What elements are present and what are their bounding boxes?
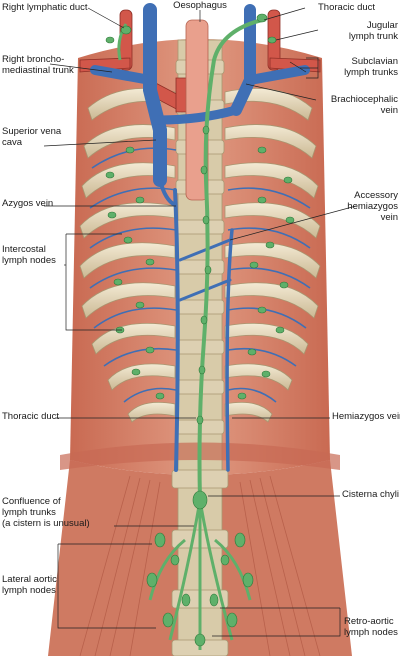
- label-jugular-lymph-trunk: Jugular lymph trunk: [348, 20, 398, 42]
- label-retro-aortic-lymph-nodes: Retro-aortic lymph nodes: [344, 616, 398, 638]
- label-intercostal-lymph-nodes: Intercostal lymph nodes: [2, 244, 56, 266]
- intercostal-veins: [89, 147, 311, 403]
- label-superior-vena-cava: Superior vena cava: [2, 126, 62, 148]
- label-lateral-aortic-lymph-nodes: Lateral aortic lymph nodes: [2, 574, 57, 596]
- ribs: [79, 88, 321, 423]
- label-thoracic-duct-top: Thoracic duct: [318, 2, 376, 13]
- label-cisterna-chyli: Cisterna chyli: [342, 489, 400, 500]
- label-thoracic-duct: Thoracic duct: [2, 411, 60, 422]
- leader-lines: [43, 7, 357, 637]
- psoas-muscles: [79, 475, 321, 656]
- label-right-lymphatic-duct: Right lymphatic duct: [2, 2, 88, 13]
- label-accessory-hemiazygos-vein: Accessory hemiazygos vein: [347, 190, 398, 223]
- label-azygos-vein: Azygos vein: [2, 198, 54, 209]
- label-brachiocephalic-vein: Brachiocephalic vein: [330, 94, 398, 116]
- abdominal-lymph: [148, 499, 252, 650]
- label-right-bronchomediastinal-trunk: Right broncho- mediastinal trunk: [2, 54, 74, 76]
- label-confluence-of-lymph-trunks: Confluence of lymph trunks (a cistern is…: [2, 496, 90, 529]
- label-oesophagus: Oesophagus: [173, 0, 227, 11]
- label-hemiazygos-vein: Hemiazygos vein: [332, 411, 400, 422]
- lymph-nodes: [105, 13, 295, 647]
- veins: [90, 3, 310, 472]
- label-subclavian-lymph-trunks: Subclavian lymph trunks: [344, 56, 398, 78]
